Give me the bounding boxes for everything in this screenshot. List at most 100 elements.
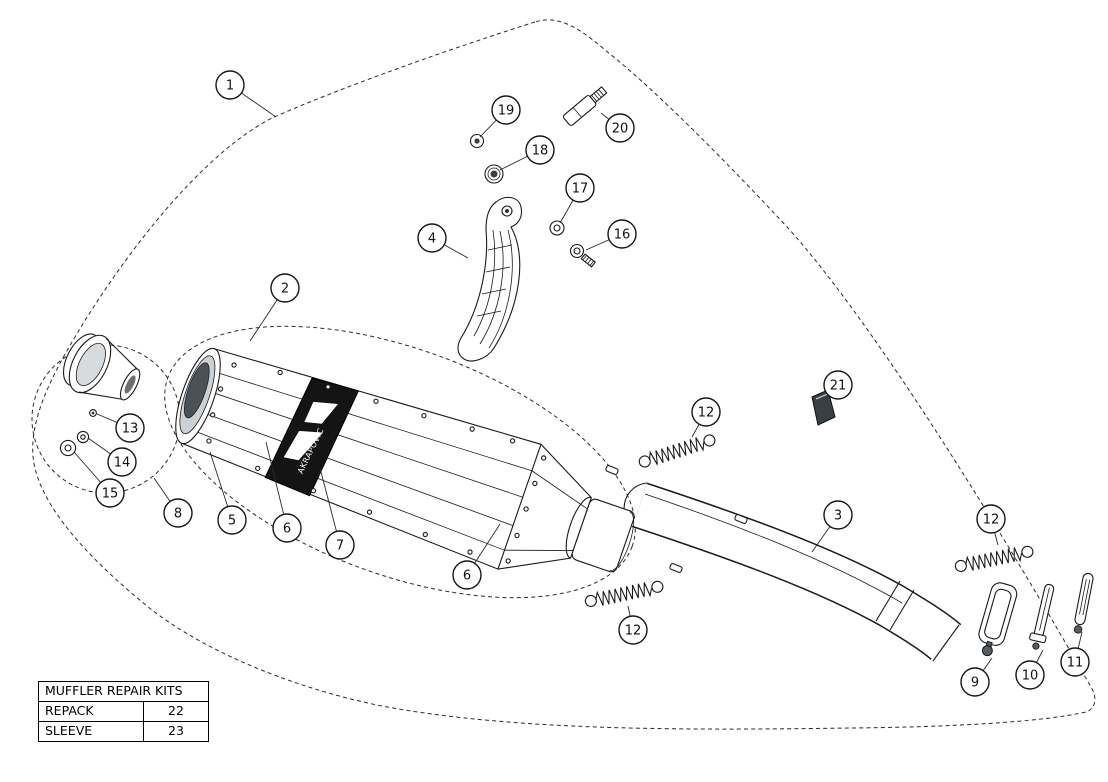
callout-number-16: 16 bbox=[614, 228, 631, 243]
callout-17: 17 bbox=[559, 173, 595, 224]
callout-number-13: 13 bbox=[122, 422, 139, 437]
callout-bubble-12 bbox=[618, 615, 648, 645]
callout-bubble-6 bbox=[272, 513, 302, 543]
spring-hook-tab bbox=[734, 514, 748, 524]
callout-number-1: 1 bbox=[226, 79, 234, 94]
table-title: MUFFLER REPAIR KITS bbox=[38, 681, 209, 702]
callout-12: 12 bbox=[691, 397, 721, 438]
kit-number: 23 bbox=[143, 721, 209, 742]
callout-number-2: 2 bbox=[281, 282, 289, 297]
callout-number-21: 21 bbox=[830, 379, 847, 394]
callout-4: 4 bbox=[417, 223, 469, 259]
callout-number-18: 18 bbox=[532, 144, 549, 159]
callout-bubble-18 bbox=[525, 135, 555, 165]
table-row-sleeve: SLEEVE 23 bbox=[38, 721, 209, 742]
callout-16: 16 bbox=[585, 219, 637, 251]
callout-5: 5 bbox=[209, 451, 247, 535]
callout-bubble-16 bbox=[607, 219, 637, 249]
clamp-9 bbox=[978, 582, 1018, 657]
muffler-sleeve bbox=[181, 348, 592, 570]
clamp-10 bbox=[1029, 583, 1055, 650]
callout-number-15: 15 bbox=[102, 487, 119, 502]
callout-bubble-3 bbox=[823, 500, 853, 530]
end-cap bbox=[62, 333, 141, 401]
callout-12: 12 bbox=[618, 605, 648, 645]
callout-20: 20 bbox=[600, 112, 635, 143]
callout-bubble-2 bbox=[270, 273, 300, 303]
muffler-outlet-sleeve bbox=[571, 498, 635, 573]
callout-number-14: 14 bbox=[114, 456, 131, 471]
spring-12 bbox=[636, 431, 718, 471]
spring-hook-tab bbox=[605, 465, 619, 475]
callout-bubble-12 bbox=[976, 504, 1006, 534]
washer-17 bbox=[549, 220, 565, 236]
callout-number-6: 6 bbox=[463, 569, 471, 584]
muffler-group-boundary bbox=[164, 325, 636, 599]
callout-number-12: 12 bbox=[625, 624, 642, 639]
callout-number-12: 12 bbox=[983, 513, 1000, 528]
bolt-16 bbox=[569, 243, 597, 268]
muffler-assembly: AKRAPOVIC bbox=[175, 347, 635, 573]
callout-14: 14 bbox=[87, 437, 137, 477]
spring-hook-tab bbox=[669, 563, 683, 573]
callout-number-5: 5 bbox=[228, 514, 236, 529]
callout-number-8: 8 bbox=[174, 507, 182, 522]
callout-number-12: 12 bbox=[698, 406, 715, 421]
callout-bubble-5 bbox=[217, 505, 247, 535]
callout-number-6: 6 bbox=[283, 522, 291, 537]
outer-kit-boundary bbox=[32, 19, 1096, 730]
callout-bubble-14 bbox=[107, 447, 137, 477]
rivet-row bbox=[206, 362, 547, 564]
callout-bubble-4 bbox=[417, 223, 447, 253]
callout-bubble-10 bbox=[1015, 660, 1045, 690]
brand-logo-emblem bbox=[304, 401, 339, 424]
callout-bubble-21 bbox=[823, 370, 853, 400]
callout-bubble-6 bbox=[452, 560, 482, 590]
callout-8: 8 bbox=[153, 477, 193, 528]
callout-bubble-8 bbox=[163, 498, 193, 528]
callout-3: 3 bbox=[811, 500, 853, 553]
callout-bubble-20 bbox=[605, 113, 635, 143]
ring-15 bbox=[59, 439, 77, 457]
callout-number-10: 10 bbox=[1022, 669, 1039, 684]
callout-number-9: 9 bbox=[971, 676, 979, 691]
clamp-11 bbox=[1073, 572, 1094, 634]
callout-number-19: 19 bbox=[498, 104, 515, 119]
callout-6: 6 bbox=[265, 441, 302, 543]
callout-bubble-7 bbox=[325, 530, 355, 560]
stud-20 bbox=[562, 86, 608, 126]
callout-7: 7 bbox=[319, 467, 355, 560]
callout-6: 6 bbox=[452, 523, 501, 590]
table-row-repack: REPACK 22 bbox=[38, 701, 209, 722]
kit-name: SLEEVE bbox=[38, 721, 144, 742]
washer-14 bbox=[76, 430, 90, 444]
callout-number-3: 3 bbox=[834, 509, 842, 524]
callout-9: 9 bbox=[960, 657, 993, 697]
callout-19: 19 bbox=[479, 95, 521, 138]
callout-11: 11 bbox=[1060, 631, 1090, 677]
table-header-row: MUFFLER REPAIR KITS bbox=[38, 681, 209, 702]
brand-logo-emblem bbox=[283, 430, 323, 461]
callout-10: 10 bbox=[1015, 649, 1045, 690]
kit-name: REPACK bbox=[38, 701, 144, 722]
callout-bubble-17 bbox=[565, 173, 595, 203]
grommet-18 bbox=[484, 164, 504, 184]
heat-shield bbox=[457, 196, 523, 362]
callout-bubble-13 bbox=[115, 413, 145, 443]
callout-number-11: 11 bbox=[1067, 656, 1084, 671]
callout-1: 1 bbox=[215, 70, 277, 118]
callout-number-20: 20 bbox=[612, 122, 629, 137]
callout-15: 15 bbox=[73, 451, 125, 508]
muffler-repair-kits-table: MUFFLER REPAIR KITS REPACK 22 SLEEVE 23 bbox=[38, 681, 209, 742]
callout-number-7: 7 bbox=[336, 539, 344, 554]
washer-19 bbox=[469, 133, 485, 149]
callout-bubble-11 bbox=[1060, 647, 1090, 677]
callout-bubble-12 bbox=[691, 397, 721, 427]
muffler-outlet-opening bbox=[183, 362, 210, 419]
callout-number-4: 4 bbox=[428, 232, 436, 247]
callout-bubble-1 bbox=[215, 70, 245, 100]
callout-13: 13 bbox=[96, 413, 145, 443]
